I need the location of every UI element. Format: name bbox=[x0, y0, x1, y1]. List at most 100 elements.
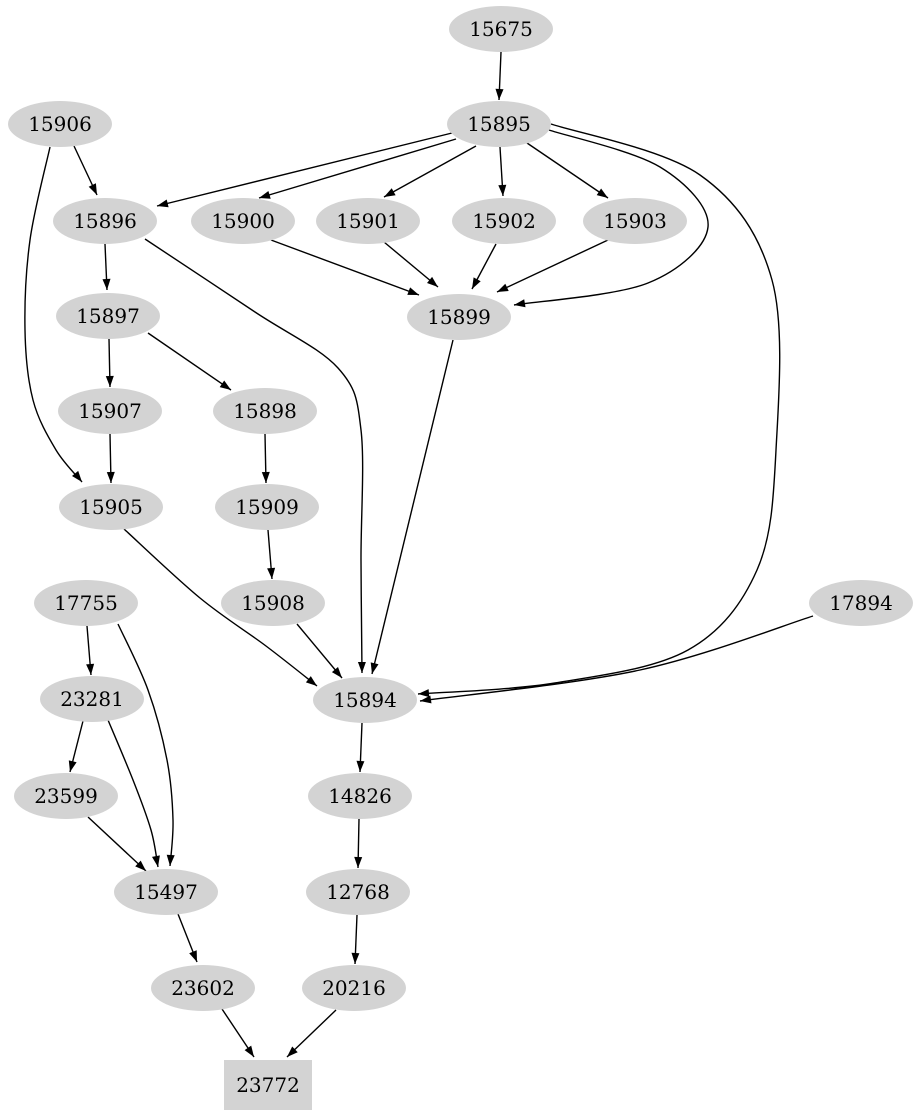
node-label-23602: 23602 bbox=[171, 976, 235, 1000]
node-ellipse-15903 bbox=[583, 198, 687, 244]
node-label-15497: 15497 bbox=[134, 880, 198, 904]
node-ellipse-14826 bbox=[308, 773, 412, 819]
node-ellipse-12768 bbox=[306, 869, 410, 915]
arrowhead-15895-15896 bbox=[157, 199, 169, 208]
node-ellipse-23281 bbox=[40, 676, 144, 722]
graph-node-15909: 15909 bbox=[215, 484, 319, 530]
graph-node-15896: 15896 bbox=[53, 198, 157, 244]
graph-node-17755: 17755 bbox=[34, 580, 138, 626]
arrowhead-15906-15896 bbox=[88, 183, 97, 195]
node-ellipse-23599 bbox=[14, 773, 118, 819]
graph-node-15898: 15898 bbox=[213, 388, 317, 434]
node-label-15894: 15894 bbox=[333, 688, 397, 712]
arrowhead-15897-15898 bbox=[219, 380, 231, 390]
arrowhead-15896-15894 bbox=[357, 662, 366, 673]
arrowhead-15898-15909 bbox=[261, 471, 270, 483]
arrowhead-15895-15903 bbox=[596, 188, 608, 198]
node-ellipse-15675 bbox=[449, 6, 553, 52]
graph-node-15906: 15906 bbox=[8, 101, 112, 147]
node-label-15898: 15898 bbox=[233, 399, 297, 423]
edge-layer bbox=[24, 51, 814, 1058]
arrowhead-23281-15497 bbox=[152, 855, 160, 867]
node-ellipse-15909 bbox=[215, 484, 319, 530]
node-ellipse-15897 bbox=[56, 293, 160, 339]
graph-node-15675: 15675 bbox=[449, 6, 553, 52]
node-label-23772: 23772 bbox=[236, 1073, 300, 1097]
arrowhead-15903-15899 bbox=[497, 283, 509, 292]
edge-23599-15497 bbox=[87, 816, 147, 872]
graph-node-15899: 15899 bbox=[407, 294, 511, 340]
edge-15906-15905 bbox=[24, 146, 83, 483]
arrowhead-17755-23281 bbox=[86, 663, 95, 675]
arrowhead-15905-15894 bbox=[305, 676, 317, 686]
edge-15908-15894 bbox=[296, 623, 343, 679]
arrowhead-15899-15894 bbox=[370, 662, 379, 674]
node-label-15901: 15901 bbox=[336, 209, 400, 233]
arrowhead-15907-15905 bbox=[106, 471, 115, 483]
arrowhead-15901-15899 bbox=[427, 276, 438, 287]
graph-node-15905: 15905 bbox=[59, 484, 163, 530]
graph-node-23599: 23599 bbox=[14, 773, 118, 819]
edge-15899-15894 bbox=[371, 339, 454, 675]
node-label-15900: 15900 bbox=[211, 209, 275, 233]
node-label-15907: 15907 bbox=[78, 399, 142, 423]
node-label-15899: 15899 bbox=[427, 305, 491, 329]
node-label-15902: 15902 bbox=[472, 209, 536, 233]
graph-node-15895: 15895 bbox=[447, 101, 551, 147]
node-label-15903: 15903 bbox=[603, 209, 667, 233]
node-layer: 15675 15895 15906 15896 15900 15901 15902 15903… bbox=[8, 6, 913, 1110]
node-ellipse-15899 bbox=[407, 294, 511, 340]
arrowhead-17755-15497 bbox=[166, 854, 175, 866]
node-label-20216: 20216 bbox=[322, 976, 386, 1000]
node-ellipse-15906 bbox=[8, 101, 112, 147]
arrowhead-15902-15899 bbox=[472, 277, 481, 289]
node-label-15909: 15909 bbox=[235, 495, 299, 519]
node-label-17894: 17894 bbox=[829, 591, 893, 615]
node-ellipse-15902 bbox=[452, 198, 556, 244]
graph-node-17894: 17894 bbox=[809, 580, 913, 626]
node-label-23281: 23281 bbox=[60, 687, 124, 711]
graph-node-15894: 15894 bbox=[313, 677, 417, 723]
edge-15905-15894 bbox=[123, 528, 318, 687]
node-ellipse-15907 bbox=[58, 388, 162, 434]
graph-node-15907: 15907 bbox=[58, 388, 162, 434]
node-ellipse-15898 bbox=[213, 388, 317, 434]
graph-node-23281: 23281 bbox=[40, 676, 144, 722]
graph-node-15903: 15903 bbox=[583, 198, 687, 244]
node-ellipse-23602 bbox=[151, 965, 255, 1011]
node-label-15905: 15905 bbox=[79, 495, 143, 519]
arrowhead-15897-15907 bbox=[105, 375, 114, 387]
arrowhead-12768-20216 bbox=[351, 952, 360, 964]
graph-node-23772: 23772 bbox=[224, 1060, 312, 1110]
node-ellipse-15896 bbox=[53, 198, 157, 244]
arrowhead-15894-14826 bbox=[356, 760, 365, 772]
arrowhead-15895-15894 bbox=[418, 689, 430, 698]
arrowhead-15906-15905 bbox=[72, 470, 82, 482]
arrowhead-15908-15894 bbox=[331, 667, 342, 678]
edge-15897-15898 bbox=[147, 332, 232, 391]
edge-17894-15894 bbox=[419, 615, 814, 702]
node-ellipse-15895 bbox=[447, 101, 551, 147]
node-label-15675: 15675 bbox=[469, 17, 533, 41]
graph-node-15908: 15908 bbox=[221, 580, 325, 626]
node-label-14826: 14826 bbox=[328, 784, 392, 808]
graph-node-15900: 15900 bbox=[191, 198, 295, 244]
arrowhead-15896-15897 bbox=[102, 278, 111, 290]
edge-15895-15900 bbox=[258, 138, 457, 199]
arrowhead-15895-15902 bbox=[498, 184, 507, 196]
node-ellipse-15905 bbox=[59, 484, 163, 530]
node-label-15896: 15896 bbox=[73, 209, 137, 233]
graph-node-23602: 23602 bbox=[151, 965, 255, 1011]
arrowhead-23602-23772 bbox=[244, 1045, 254, 1057]
edge-15895-15899 bbox=[513, 129, 709, 306]
node-ellipse-20216 bbox=[302, 965, 406, 1011]
arrowhead-15497-23602 bbox=[189, 950, 197, 962]
edge-15895-15903 bbox=[526, 142, 609, 199]
edge-15895-15894 bbox=[417, 123, 781, 695]
node-label-23599: 23599 bbox=[34, 784, 98, 808]
edge-15903-15899 bbox=[496, 239, 609, 293]
graph-node-20216: 20216 bbox=[302, 965, 406, 1011]
arrowhead-17894-15894 bbox=[420, 695, 432, 704]
arrowhead-15895-15899 bbox=[514, 299, 526, 308]
